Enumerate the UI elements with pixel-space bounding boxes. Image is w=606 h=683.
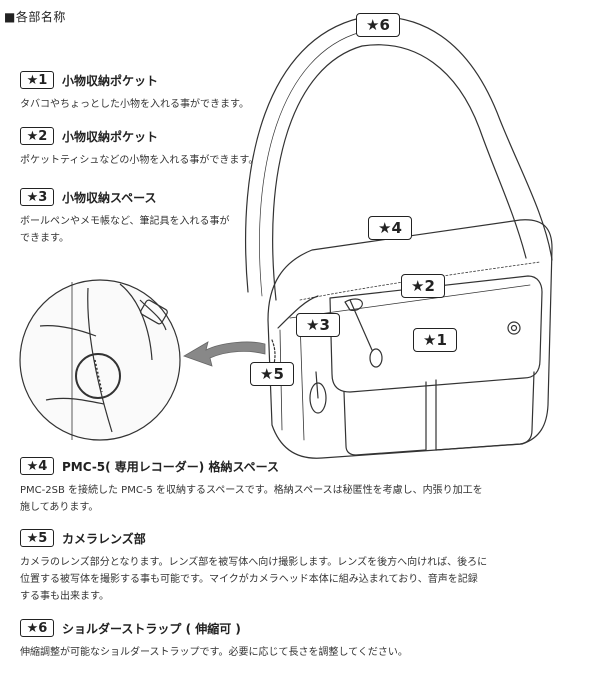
part-description: PMC-2SB を接続した PMC-5 を収納するスペースです。格納スペースは秘… (20, 482, 483, 516)
section-title: ■各部名称 (4, 10, 66, 24)
callout-4: ★4 (368, 216, 412, 240)
part-description: ポケットティシュなどの小物を入れる事ができます。 (20, 155, 259, 166)
part-title: ショルダーストラップ ( 伸縮可 ) (62, 621, 241, 636)
desc-line: ボールペンやメモ帳など、筆記具を入れる事が (20, 216, 230, 227)
desc-line: 施してあります。 (20, 502, 99, 513)
part-title: 小物収納ポケット (62, 129, 159, 144)
bag-body (267, 219, 553, 459)
part-description: タバコやちょっとした小物を入れる事ができます。 (20, 99, 249, 110)
part-title: カメラレンズ部 (62, 531, 146, 546)
part-badge: ★6 (20, 619, 54, 637)
callout-2: ★2 (401, 274, 445, 298)
part-title: PMC-5( 専用レコーダー) 格納スペース (62, 459, 280, 474)
part-badge: ★5 (20, 529, 54, 547)
part-item-3: ★3 小物収納スペース ボールペンやメモ帳など、筆記具を入れる事が できます。 (20, 187, 230, 247)
part-item-4: ★4 PMC-5( 専用レコーダー) 格納スペース PMC-2SB を接続した … (20, 456, 483, 516)
part-item-2: ★2 小物収納ポケット ポケットティシュなどの小物を入れる事ができます。 (20, 126, 258, 169)
part-title: 小物収納スペース (62, 190, 157, 205)
part-badge: ★1 (20, 71, 54, 89)
part-description: カメラのレンズ部分となります。レンズ部を被写体へ向け撮影します。レンズを後方へ向… (20, 554, 487, 605)
part-item-6: ★6 ショルダーストラップ ( 伸縮可 ) 伸縮調整が可能なショルダーストラップ… (20, 618, 408, 661)
part-description: 伸縮調整が可能なショルダーストラップです。必要に応じて長さを調整してください。 (20, 647, 408, 658)
detail-inset (19, 279, 181, 441)
part-item-5: ★5 カメラレンズ部 カメラのレンズ部分となります。レンズ部を被写体へ向け撮影し… (20, 528, 487, 605)
pointer-arrow (183, 341, 266, 367)
part-badge: ★2 (20, 127, 54, 145)
callout-5: ★5 (250, 362, 294, 386)
part-item-1: ★1 小物収納ポケット タバコやちょっとした小物を入れる事ができます。 (20, 70, 249, 113)
shoulder-strap (245, 16, 553, 293)
desc-line: する事も出来ます。 (20, 591, 109, 602)
desc-line: PMC-2SB を接続した PMC-5 を収納するスペースです。格納スペースは秘… (20, 485, 483, 496)
part-title: 小物収納ポケット (62, 73, 159, 88)
callout-3: ★3 (296, 313, 340, 337)
callout-6: ★6 (356, 13, 400, 37)
desc-line: カメラのレンズ部分となります。レンズ部を被写体へ向け撮影します。レンズを後方へ向… (20, 557, 488, 568)
part-description: ボールペンやメモ帳など、筆記具を入れる事が できます。 (20, 213, 230, 247)
front-pocket (329, 275, 543, 393)
callout-1: ★1 (413, 328, 457, 352)
desc-line: 位置する被写体を撮影する事も可能です。マイクがカメラヘッド本体に組み込まれており… (20, 574, 478, 585)
part-badge: ★3 (20, 188, 54, 206)
part-badge: ★4 (20, 457, 54, 475)
desc-line: できます。 (20, 233, 69, 244)
